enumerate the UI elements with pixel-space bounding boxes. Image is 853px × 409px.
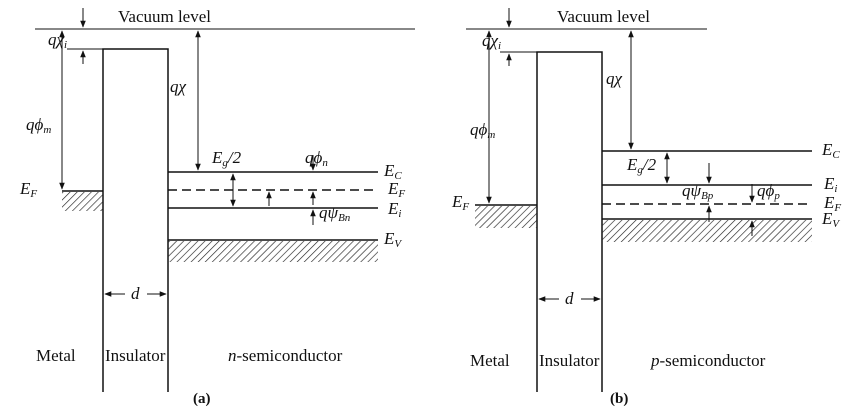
- vacuum-level-label: Vacuum level: [118, 7, 211, 26]
- caption-a: (a): [193, 391, 211, 407]
- semiconductor-label: p-semiconductor: [650, 351, 766, 370]
- q-phi-m-label: qϕm: [26, 115, 51, 136]
- d-label: d: [565, 289, 574, 308]
- q-chi-i-label: qχi: [482, 31, 501, 52]
- q-phi-p-label: qϕp: [757, 181, 780, 202]
- insulator-label: Insulator: [539, 351, 600, 370]
- valence-hatch: [168, 241, 378, 262]
- ec-label: EC: [383, 161, 402, 182]
- metal-ef-label: EF: [451, 192, 469, 213]
- metal-hatch: [475, 206, 537, 228]
- q-psi-bn-label: qψBn: [319, 203, 351, 224]
- q-chi-label: qχ: [606, 69, 623, 88]
- caption-b: (b): [610, 391, 628, 407]
- q-psi-bp-label: qψBp: [682, 181, 714, 202]
- eg-half-label: Eg/2: [626, 155, 657, 176]
- ev-label: EV: [821, 209, 840, 230]
- ef-label: EF: [387, 179, 405, 200]
- q-phi-n-label: qϕn: [305, 148, 328, 169]
- q-phi-m-label: qϕm: [470, 120, 495, 141]
- insulator-barrier: [102, 48, 169, 392]
- d-label: d: [131, 284, 140, 303]
- ev-label: EV: [383, 229, 402, 250]
- metal-label: Metal: [36, 346, 76, 365]
- ei-label: Ei: [823, 174, 837, 195]
- vacuum-level-label: Vacuum level: [557, 7, 650, 26]
- ei-label: Ei: [387, 199, 401, 220]
- panel-a: Vacuum level qχi qϕm EF qχ Eg/2 qϕn: [19, 7, 415, 407]
- eg-half-label: Eg/2: [211, 148, 242, 169]
- ec-label: EC: [821, 140, 840, 161]
- semiconductor-label: n-semiconductor: [228, 346, 343, 365]
- valence-hatch: [602, 220, 812, 242]
- ef-label: EF: [823, 193, 841, 214]
- q-chi-i-label: qχi: [48, 30, 67, 51]
- insulator-barrier: [536, 51, 603, 392]
- metal-label: Metal: [470, 351, 510, 370]
- insulator-label: Insulator: [105, 346, 166, 365]
- metal-ef-label: EF: [19, 179, 37, 200]
- metal-hatch: [62, 192, 103, 211]
- q-chi-label: qχ: [170, 77, 187, 96]
- panel-b: Vacuum level qχi qϕm EF qχ Eg/2 qψBp qϕp…: [451, 7, 841, 407]
